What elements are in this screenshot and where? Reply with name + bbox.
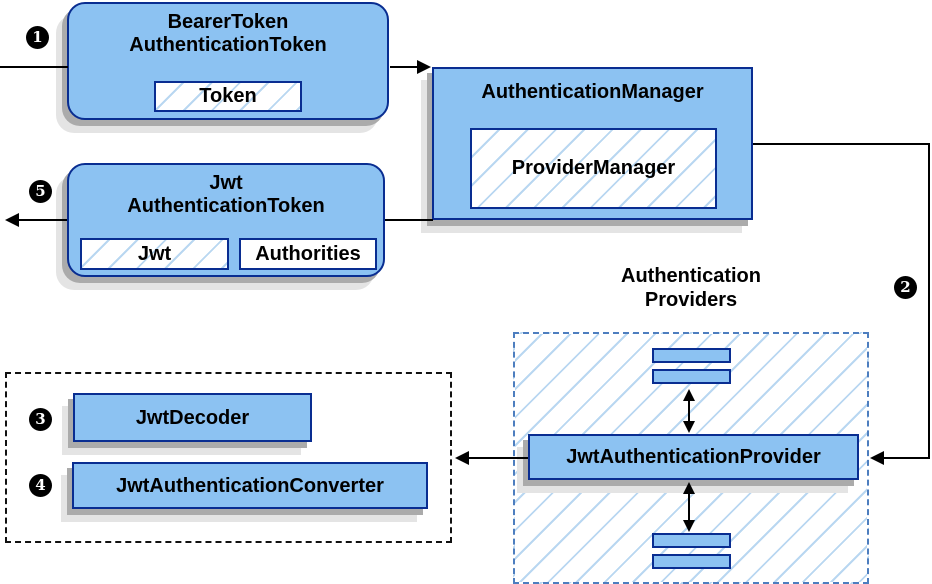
authentication-manager-title: AuthenticationManager (481, 81, 704, 103)
provider-stack-bar (652, 369, 731, 384)
step-1-badge: 1 (26, 26, 49, 49)
token-chip: Token (154, 81, 302, 112)
jwt-authentication-converter-title: JwtAuthenticationConverter (116, 475, 384, 497)
bearer-token-title-line2: AuthenticationToken (129, 34, 327, 56)
jwt-components-group (5, 372, 452, 543)
authentication-providers-label-line1: Authentication (621, 265, 761, 287)
authentication-providers-label: Authentication Providers (513, 264, 869, 312)
jwt-decoder-node: JwtDecoder (73, 393, 312, 442)
jwt-token-title-line1: Jwt (209, 172, 243, 194)
arrowhead-into-provider (870, 451, 884, 465)
provider-stack-bar (652, 554, 731, 569)
step-3-badge: 3 (29, 408, 52, 431)
jwt-authentication-converter-node: JwtAuthenticationConverter (72, 462, 428, 509)
provider-stack-bar (652, 348, 731, 363)
jwt-authentication-provider-title: JwtAuthenticationProvider (566, 446, 821, 468)
authentication-providers-label-line2: Providers (644, 289, 738, 311)
provider-manager-chip: ProviderManager (470, 128, 717, 209)
authorities-chip: Authorities (239, 238, 377, 270)
step-4-badge: 4 (29, 474, 52, 497)
bearer-token-authentication-token-node: BearerToken AuthenticationToken Token (67, 2, 389, 120)
authentication-manager-node: AuthenticationManager ProviderManager (432, 67, 753, 220)
jwt-token-title: Jwt AuthenticationToken (69, 172, 383, 218)
bearer-token-title-line1: BearerToken (167, 11, 289, 33)
jwt-decoder-title: JwtDecoder (135, 407, 250, 429)
jwt-authentication-token-node: Jwt AuthenticationToken Jwt Authorities (67, 163, 385, 277)
jwt-chip: Jwt (80, 238, 229, 270)
provider-stack-bar (652, 533, 731, 548)
jwt-token-title-line2: AuthenticationToken (127, 195, 325, 217)
step-5-badge: 5 (29, 180, 52, 203)
arrowhead-into-decoder-group (455, 451, 469, 465)
step-2-badge: 2 (894, 276, 917, 299)
arrowhead-into-manager (417, 60, 431, 74)
arrowhead-outgoing-result (5, 213, 19, 227)
jwt-authentication-provider-node: JwtAuthenticationProvider (528, 434, 859, 480)
bearer-token-title: BearerToken AuthenticationToken (69, 11, 387, 57)
